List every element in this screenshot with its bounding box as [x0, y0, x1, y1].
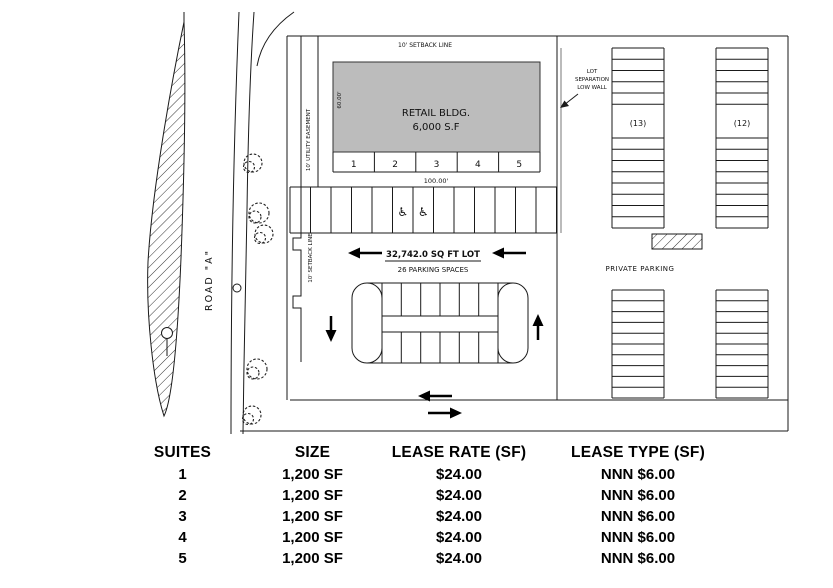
lease-table: SUITES SIZE LEASE RATE (SF) LEASE TYPE (… [115, 441, 733, 569]
building-area: 6,000 S.F [412, 122, 459, 133]
rate-cell: $24.00 [436, 550, 482, 567]
traffic-flow-arrows [325, 247, 544, 419]
tree-symbols [241, 153, 274, 426]
right-parking-rows [611, 47, 769, 399]
setback-top-label: 10' SETBACK LINE [398, 42, 452, 49]
retail-building [332, 61, 541, 153]
table-header-lease-type: LEASE TYPE (SF) [571, 444, 705, 461]
suite-5-number: 5 [516, 160, 522, 170]
type-cell: NNN $6.00 [600, 550, 676, 567]
road-a-label: ROAD "A" [204, 249, 215, 311]
size-cell: 1,200 SF [282, 487, 343, 504]
building-depth-dim: 60.00' [337, 91, 343, 108]
table-header-size: SIZE [294, 444, 331, 461]
table-header-lease-rate: LEASE RATE (SF) [391, 444, 527, 461]
suite-dividers [332, 152, 541, 173]
lot-boundary-lines [240, 35, 789, 432]
suite-4-number: 4 [475, 160, 481, 170]
suite-2-number: 2 [392, 160, 398, 170]
hatched-landscape-strip [651, 233, 703, 250]
site-plan-drawing: ROAD "A" 10' SETBACK LINE 10' UTILITY EA… [147, 11, 789, 435]
private-parking-label: PRIVATE PARKING [606, 265, 675, 273]
table-header-suites: SUITES [153, 444, 212, 461]
center-parking-island [351, 282, 529, 364]
type-cell: NNN $6.00 [600, 508, 676, 525]
upper-parking-stalls [289, 186, 557, 234]
lot-area-label: 32,742.0 SQ FT LOT [386, 250, 480, 260]
accessible-parking-icon: ♿ [397, 205, 408, 219]
right-row-count-13: (13) [630, 119, 646, 128]
lot-separation-label-line1: LOT [587, 69, 598, 75]
suite-cell: 4 [178, 529, 187, 546]
suite-cell: 5 [178, 550, 187, 567]
lot-separation-leader-arrow [560, 93, 579, 108]
suite-cell: 3 [178, 508, 187, 525]
road-edge-lines [230, 11, 295, 435]
setback-left-label: 10' SETBACK LINE [308, 233, 314, 283]
type-cell: NNN $6.00 [600, 529, 676, 546]
size-cell: 1,200 SF [282, 508, 343, 525]
size-cell: 1,200 SF [282, 550, 343, 567]
rate-cell: $24.00 [436, 508, 482, 525]
utility-easement-label: 10' UTILITY EASEMENT [306, 108, 312, 171]
size-cell: 1,200 SF [282, 529, 343, 546]
suite-1-number: 1 [351, 160, 357, 170]
rate-cell: $24.00 [436, 466, 482, 483]
type-cell: NNN $6.00 [600, 487, 676, 504]
road-median-hatched [147, 12, 186, 418]
parking-spaces-label: 26 PARKING SPACES [398, 266, 469, 274]
rate-cell: $24.00 [436, 529, 482, 546]
suite-3-number: 3 [434, 160, 440, 170]
right-row-count-12: (12) [734, 119, 750, 128]
suite-cell: 2 [178, 487, 187, 504]
lot-separation-label-line3: LOW WALL [577, 85, 607, 91]
size-cell: 1,200 SF [282, 466, 343, 483]
building-width-dim: 100.00' [424, 177, 449, 185]
type-cell: NNN $6.00 [600, 466, 676, 483]
suite-cell: 1 [178, 466, 187, 483]
building-name: RETAIL BLDG. [402, 108, 470, 119]
accessible-parking-icon: ♿ [418, 205, 429, 219]
rate-cell: $24.00 [436, 487, 482, 504]
lot-separation-label-line2: SEPARATION [575, 77, 609, 83]
